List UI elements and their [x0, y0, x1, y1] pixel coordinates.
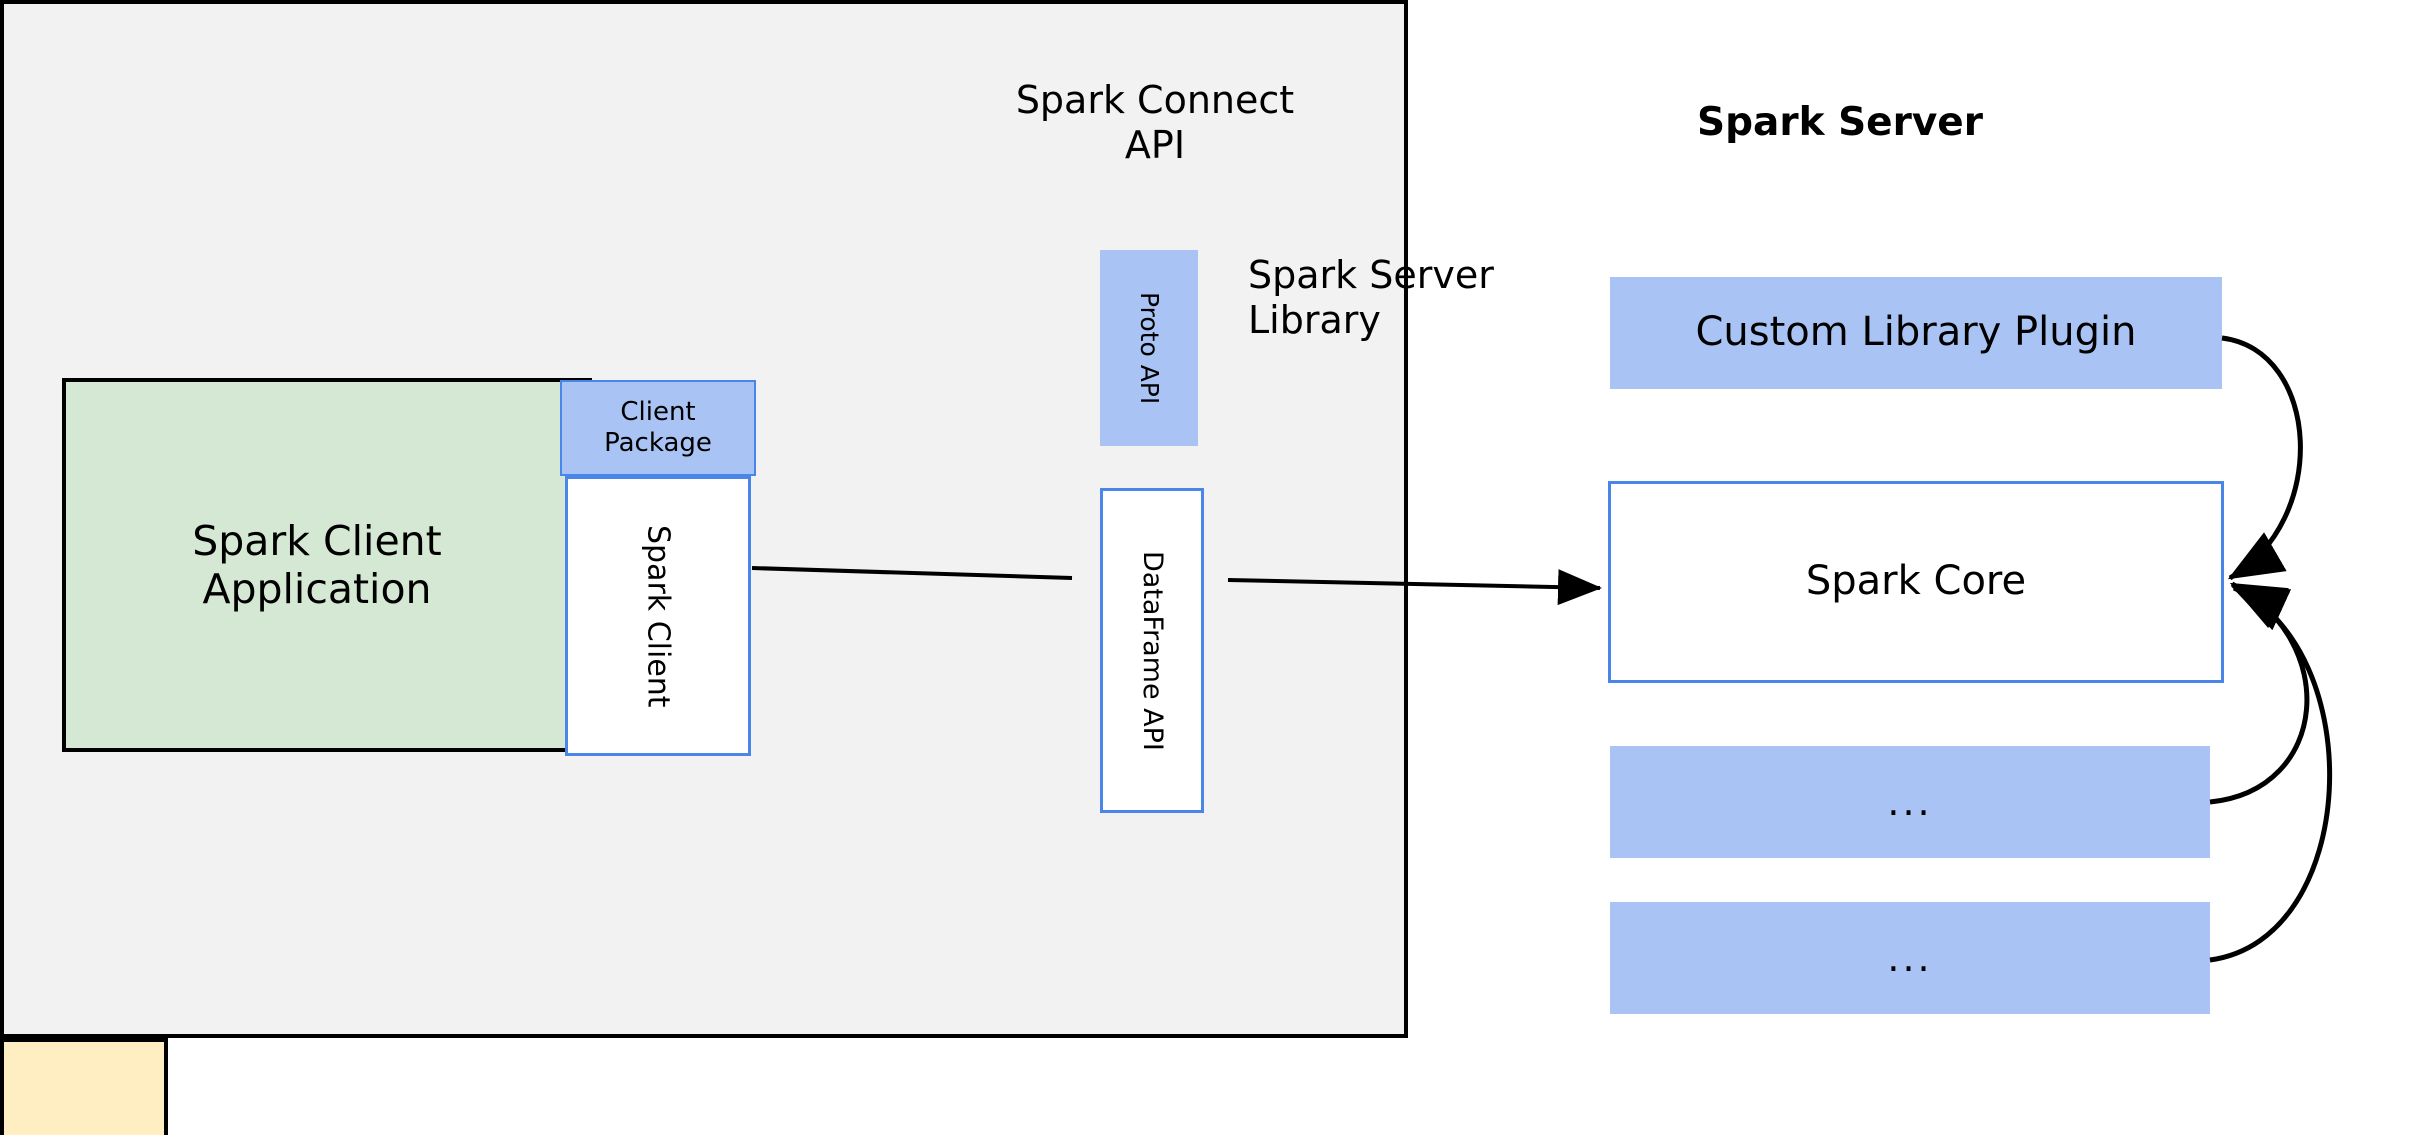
server-library-label-line2: Library	[1248, 298, 1381, 342]
ellipsis-label-1: ...	[1887, 779, 1933, 824]
connector-plugin-to-core	[2221, 335, 2303, 581]
client-package-label-line2: Package	[604, 428, 712, 458]
app-label-line2: Application	[202, 565, 432, 613]
page-title: Spark Server	[1697, 99, 1983, 145]
spark-client-application-box: Spark Client Application	[62, 378, 572, 752]
ellipsis-box-1: ...	[1610, 746, 2210, 858]
spark-client-application-label: Spark Client Application	[192, 517, 442, 614]
ellipsis-label-2: ...	[1887, 935, 1933, 980]
dataframe-api-box: DataFrame API	[1100, 488, 1204, 813]
ellipsis-box-2: ...	[1610, 902, 2210, 1014]
client-package-box: Client Package	[560, 380, 756, 476]
connector-dots1-to-core	[2209, 581, 2310, 805]
client-package-label-line1: Client	[620, 397, 696, 428]
spark-connect-api-container	[0, 1038, 168, 1135]
app-label-line1: Spark Client	[192, 516, 442, 565]
connect-api-label-line2: API	[1124, 122, 1186, 167]
dataframe-api-label: DataFrame API	[1136, 550, 1168, 751]
spark-client-box: Spark Client	[565, 476, 751, 756]
spark-server-library-label: Spark Server Library	[1248, 248, 1538, 348]
custom-library-plugin-box: Custom Library Plugin	[1610, 277, 2222, 389]
spark-client-label: Spark Client	[640, 524, 676, 708]
connect-api-label-line1: Spark Connect	[1015, 78, 1295, 122]
spark-core-box: Spark Core	[1608, 481, 2224, 683]
server-library-label-line1: Spark Server	[1248, 253, 1494, 298]
spark-core-label: Spark Core	[1805, 558, 2027, 605]
proto-api-label: Proto API	[1134, 291, 1164, 405]
client-package-label: Client Package	[604, 397, 712, 458]
custom-library-plugin-label: Custom Library Plugin	[1695, 309, 2137, 356]
connector-dots2-to-core	[2209, 585, 2333, 963]
proto-api-box: Proto API	[1100, 250, 1198, 446]
spark-connect-api-label: Spark Connect API	[1010, 68, 1300, 168]
